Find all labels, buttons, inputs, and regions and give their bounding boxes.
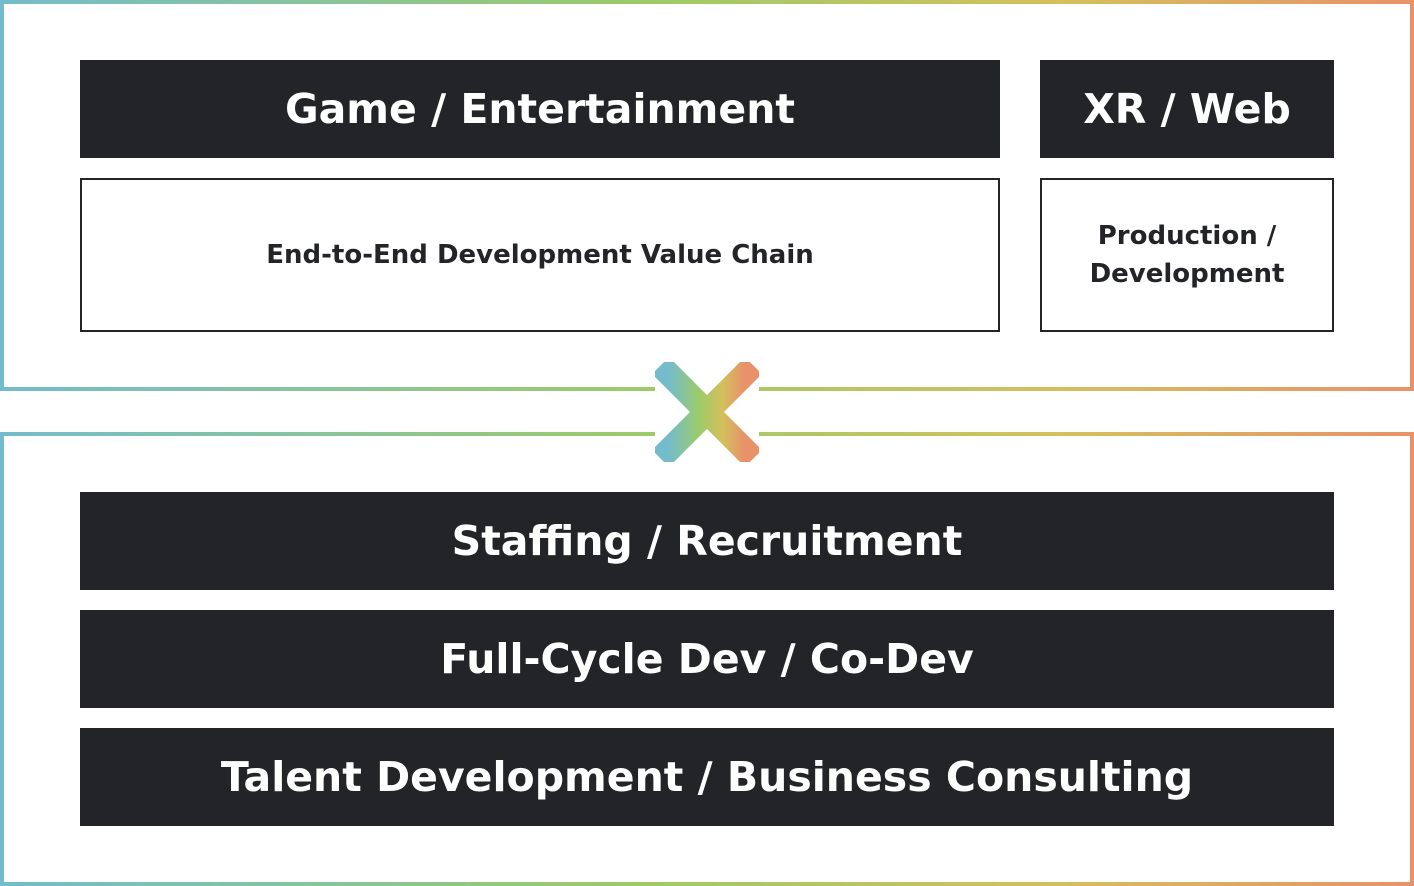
game-entertainment-header: Game / Entertainment bbox=[80, 60, 1000, 158]
xr-web-header: XR / Web bbox=[1040, 60, 1334, 158]
game-description: End-to-End Development Value Chain bbox=[80, 178, 1000, 332]
full-cycle-dev-bar: Full-Cycle Dev / Co-Dev bbox=[80, 610, 1334, 708]
cross-icon bbox=[655, 362, 759, 462]
talent-consulting-bar: Talent Development / Business Consulting bbox=[80, 728, 1334, 826]
xr-description: Production / Development bbox=[1040, 178, 1334, 332]
staffing-recruitment-bar: Staffing / Recruitment bbox=[80, 492, 1334, 590]
